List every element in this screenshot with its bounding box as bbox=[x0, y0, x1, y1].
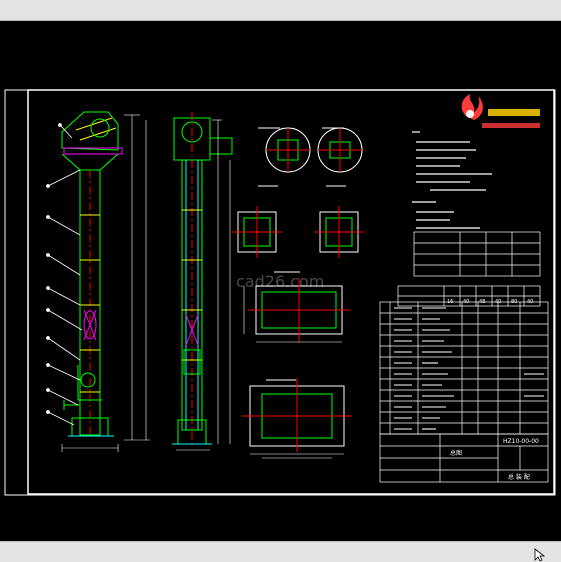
flame-logo-icon bbox=[461, 94, 483, 120]
cad-drawing: 16 40 48 40 80 40 bbox=[4, 89, 556, 496]
detail-views bbox=[258, 127, 363, 187]
side-dimensions bbox=[176, 119, 231, 451]
watermark-text: cad26.com bbox=[236, 272, 324, 291]
front-view bbox=[61, 111, 123, 437]
technical-notes bbox=[412, 131, 492, 229]
sheet-label: 总图 bbox=[450, 449, 462, 457]
bom-entries bbox=[394, 307, 544, 430]
front-dimensions bbox=[61, 114, 150, 452]
assembly-label: 总 装 配 bbox=[508, 473, 530, 481]
viewer-bottom-bar bbox=[0, 541, 561, 562]
head-flange-plan bbox=[243, 271, 350, 343]
drawing-number: HZ10-00-00 bbox=[503, 438, 539, 445]
side-view bbox=[172, 112, 233, 445]
title-block bbox=[379, 433, 549, 483]
boot-plan bbox=[242, 378, 352, 459]
company-caption bbox=[482, 109, 540, 128]
viewer-top-bar bbox=[0, 0, 561, 21]
spec-table-upper bbox=[413, 231, 541, 277]
spec-table-lower bbox=[397, 285, 541, 307]
section-views bbox=[232, 206, 364, 258]
arrow-cursor-icon bbox=[534, 548, 546, 562]
bill-of-materials bbox=[379, 301, 549, 435]
part-leaders bbox=[46, 123, 83, 426]
sheet-inner-border bbox=[27, 89, 555, 495]
